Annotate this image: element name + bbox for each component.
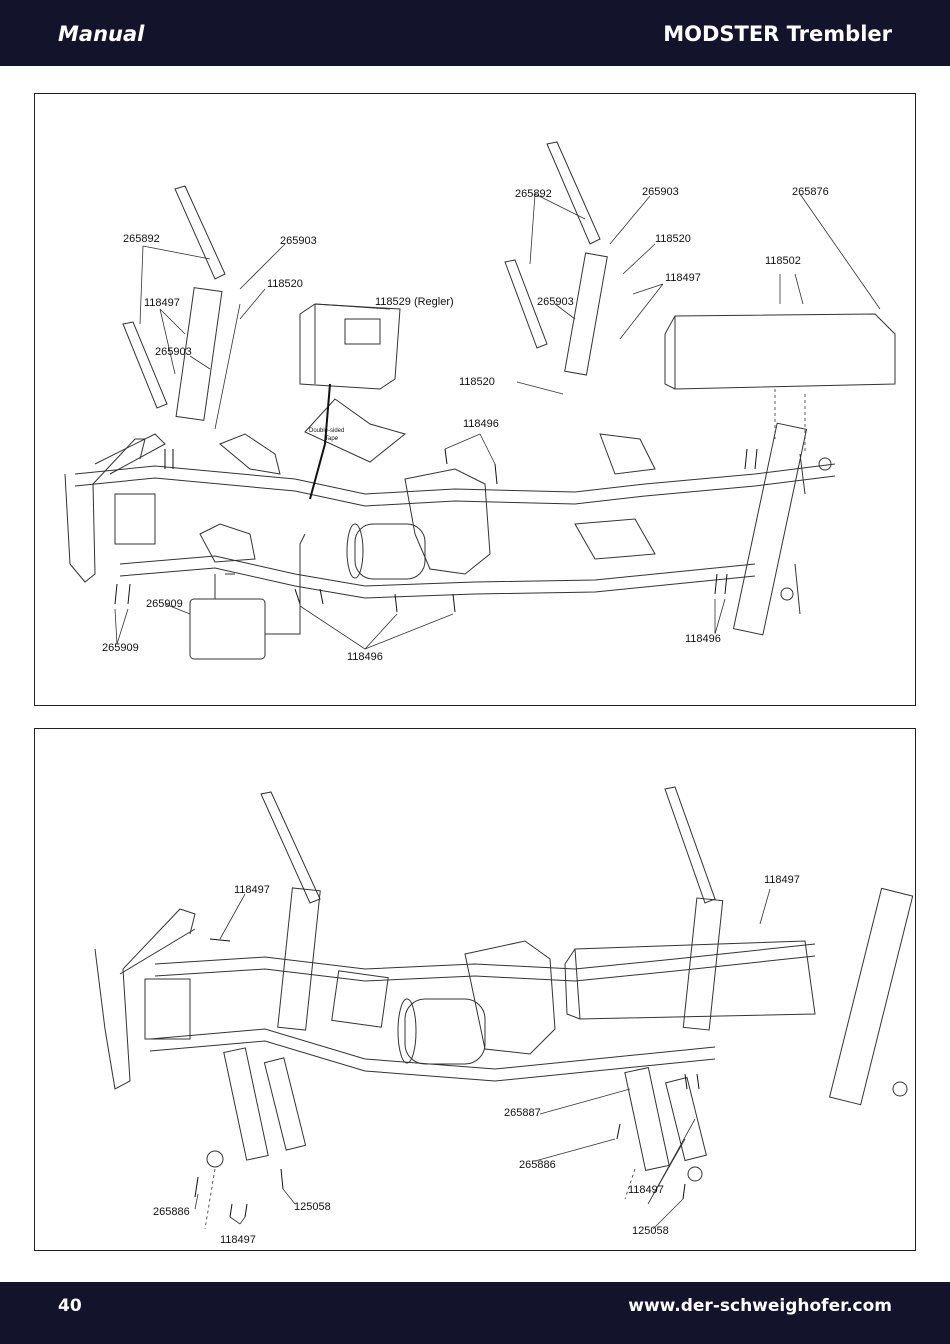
shock-front — [224, 1048, 268, 1160]
label-118497-c: 118497 — [628, 1184, 664, 1196]
website-link[interactable]: www.der-schweighofer.com — [628, 1296, 892, 1316]
frame-rail-lower — [150, 1029, 715, 1069]
label-265903-c: 265903 — [642, 186, 679, 198]
label-118497-b: 118497 — [665, 272, 701, 284]
label-118496: 118496 — [463, 418, 499, 430]
shock-tower-front — [220, 434, 280, 474]
assembly-diagram-top: 265892 265903 118520 118497 265903 11852… — [34, 93, 916, 706]
rear-bumper — [830, 888, 913, 1104]
servo — [190, 599, 265, 659]
esc — [332, 971, 388, 1027]
body-post-left-long — [175, 186, 225, 279]
gearbox — [405, 469, 490, 574]
label-265886-b: 265886 — [153, 1206, 190, 1218]
label-118520-c: 118520 — [459, 376, 495, 388]
assembly-diagram-bottom: 118497 118497 265887 265886 118497 12505… — [34, 728, 916, 1251]
label-265909: 265909 — [146, 598, 183, 610]
page-number: 40 — [58, 1296, 82, 1316]
front-bumper — [65, 439, 145, 582]
label-265903: 265903 — [280, 235, 317, 247]
frame-rail-lower-2 — [150, 1041, 715, 1081]
label-265892: 265892 — [123, 233, 160, 245]
tape-label-line1: Double-sided — [309, 428, 344, 434]
label-265892-b: 265892 — [515, 188, 552, 200]
label-118497: 118497 — [144, 297, 180, 309]
body-post-right — [665, 787, 715, 903]
tape-label-line2: Tape — [325, 436, 338, 442]
label-265887: 265887 — [504, 1107, 541, 1119]
body-post-left-short — [123, 322, 167, 408]
product-title: MODSTER Trembler — [663, 22, 892, 46]
label-118520: 118520 — [267, 278, 303, 290]
label-118497-b: 118497 — [764, 874, 800, 886]
battery-tray — [575, 941, 815, 1019]
label-125058: 125058 — [294, 1201, 331, 1213]
rear-bumper — [733, 423, 806, 635]
chassis-drawing-bottom — [35, 729, 915, 1250]
body-post-right-long — [547, 142, 600, 244]
footer-bar: 40 www.der-schweighofer.com — [0, 1282, 950, 1344]
label-265886: 265886 — [519, 1159, 556, 1171]
manual-title: Manual — [58, 22, 144, 46]
gearbox — [465, 941, 555, 1054]
screws — [115, 449, 757, 612]
label-265903-b: 265903 — [155, 346, 192, 358]
screws — [195, 939, 699, 1217]
label-125058-b: 125058 — [632, 1225, 669, 1237]
label-265909-b: 265909 — [102, 642, 139, 654]
label-esc-regler: 118529 (Regler) — [375, 296, 454, 308]
label-118496-c: 118496 — [685, 633, 721, 645]
motor — [405, 999, 485, 1064]
battery-tray — [675, 314, 895, 389]
frame-rail-upper-2 — [75, 476, 835, 506]
label-118496-b: 118496 — [347, 651, 383, 663]
header-bar: Manual MODSTER Trembler — [0, 0, 950, 66]
label-265903-d: 265903 — [537, 296, 574, 308]
shock-rear — [625, 1068, 669, 1171]
shock-tower-rear — [600, 434, 655, 474]
label-118497-d: 118497 — [220, 1234, 256, 1246]
chassis-drawing-top — [35, 94, 915, 705]
label-118497: 118497 — [234, 884, 270, 896]
label-118520-b: 118520 — [655, 233, 691, 245]
label-118502: 118502 — [765, 255, 801, 267]
label-265876: 265876 — [792, 186, 829, 198]
